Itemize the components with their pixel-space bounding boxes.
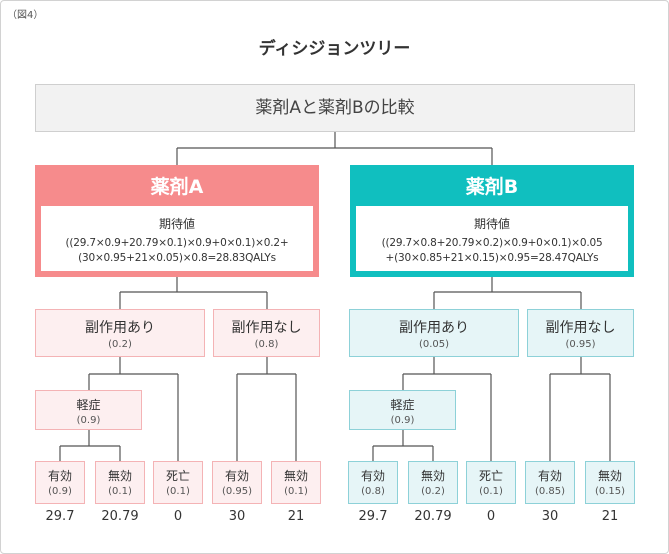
root-node: 薬剤Aと薬剤Bの比較 [35, 84, 635, 132]
connector-drug-b [433, 277, 582, 309]
drug-b-side-effect-no-node: 副作用なし (0.95) [527, 309, 634, 357]
drug-b-leaf-1-value: 29.7 [358, 509, 388, 524]
leaf-prob: (0.85) [534, 486, 566, 497]
node-label: 副作用あり [85, 320, 155, 336]
leaf-label: 無効 [597, 469, 622, 483]
leaf-prob: (0.1) [284, 486, 308, 497]
drug-a-leaf-2: 無効 (0.1) [95, 461, 145, 504]
connector-b-side-yes [402, 357, 492, 461]
leaf-prob: (0.95) [221, 486, 253, 497]
drug-a-leaf-4-value: 30 [228, 509, 246, 524]
node-label: 軽症 [76, 398, 101, 412]
drug-a-expected-value-panel: 期待値 ((29.7×0.9+20.79×0.1)×0.9+0×0.1)×0.2… [41, 206, 313, 271]
connector-drug-a [119, 277, 268, 309]
drug-a-leaf-1: 有効 (0.9) [35, 461, 85, 504]
drug-b-leaf-2-value: 20.79 [414, 509, 452, 524]
leaf-label: 有効 [537, 469, 562, 483]
figure-label: （図4） [7, 10, 44, 21]
node-label: 副作用なし [231, 320, 302, 336]
leaf-label: 有効 [224, 469, 249, 483]
leaf-label: 無効 [107, 469, 132, 483]
drug-a-leaf-1-value: 29.7 [45, 509, 75, 524]
node-label: 副作用なし [545, 320, 616, 336]
node-label: 軽症 [390, 398, 415, 412]
leaf-prob: (0.1) [108, 486, 132, 497]
node-prob: (0.95) [565, 339, 596, 350]
leaf-label: 無効 [420, 469, 445, 483]
drug-a-leaf-5-value: 21 [287, 509, 305, 524]
leaf-prob: (0.1) [166, 486, 190, 497]
drug-a-formula-line1: ((29.7×0.9+20.79×0.1)×0.9+0×0.1)×0.2+ [65, 237, 289, 249]
drug-b-leaf-2: 無効 (0.2) [408, 461, 458, 504]
drug-b-node: 薬剤B 期待値 ((29.7×0.8+20.79×0.2)×0.9+0×0.1)… [350, 165, 634, 277]
connector-a-side-no [236, 357, 297, 461]
drug-b-mild-node: 軽症 (0.9) [349, 390, 456, 430]
node-prob: (0.9) [76, 415, 101, 426]
leaf-prob: (0.15) [594, 486, 626, 497]
leaf-label: 無効 [283, 469, 308, 483]
leaf-prob: (0.2) [421, 486, 445, 497]
leaf-label: 有効 [360, 469, 385, 483]
drug-b-formula: ((29.7×0.8+20.79×0.2)×0.9+0×0.1)×0.05 +(… [356, 236, 628, 266]
drug-b-leaf-4: 有効 (0.85) [525, 461, 575, 504]
drug-a-leaf-4: 有効 (0.95) [212, 461, 262, 504]
drug-a-leaf-3-value: 0 [173, 509, 183, 524]
drug-b-formula-line2: +(30×0.85+21×0.15)×0.95=28.47QALYs [385, 252, 599, 264]
leaf-prob: (0.8) [361, 486, 385, 497]
leaf-prob: (0.9) [48, 486, 72, 497]
node-prob: (0.8) [254, 339, 279, 350]
drug-a-leaf-5: 無効 (0.1) [271, 461, 321, 504]
leaf-label: 死亡 [478, 469, 503, 483]
node-prob: (0.2) [108, 339, 132, 350]
drug-b-leaf-5: 無効 (0.15) [585, 461, 635, 504]
node-label: 副作用あり [399, 320, 469, 336]
connector-b-side-no [549, 357, 611, 461]
connector-a-side-yes [88, 357, 179, 461]
leaf-label: 有効 [47, 469, 72, 483]
drug-b-formula-line1: ((29.7×0.8+20.79×0.2)×0.9+0×0.1)×0.05 [381, 237, 603, 249]
drug-b-leaf-4-value: 30 [541, 509, 559, 524]
leaf-prob: (0.1) [479, 486, 503, 497]
drug-a-node: 薬剤A 期待値 ((29.7×0.9+20.79×0.1)×0.9+0×0.1)… [35, 165, 319, 277]
drug-a-name: 薬剤A [150, 176, 204, 198]
connector-a-mild [59, 430, 121, 461]
drug-a-formula: ((29.7×0.9+20.79×0.1)×0.9+0×0.1)×0.2+ (3… [41, 236, 313, 266]
drug-b-side-effect-yes-node: 副作用あり (0.05) [349, 309, 519, 357]
drug-a-side-effect-no-node: 副作用なし (0.8) [213, 309, 320, 357]
diagram-title: ディシジョンツリー [258, 39, 411, 59]
connector-root [176, 132, 493, 165]
drug-b-leaf-5-value: 21 [601, 509, 619, 524]
node-prob: (0.9) [390, 415, 415, 426]
drug-a-mild-node: 軽症 (0.9) [35, 390, 142, 430]
drug-b-name: 薬剤B [465, 176, 519, 198]
node-prob: (0.05) [418, 339, 450, 350]
drug-a-ev-label: 期待値 [158, 217, 195, 231]
drug-b-leaf-1: 有効 (0.8) [348, 461, 398, 504]
drug-a-side-effect-yes-node: 副作用あり (0.2) [35, 309, 205, 357]
drug-b-ev-label: 期待値 [473, 217, 510, 231]
connector-b-mild [372, 430, 434, 461]
drug-a-leaf-3: 死亡 (0.1) [153, 461, 203, 504]
leaf-label: 死亡 [165, 469, 190, 483]
drug-a-leaf-2-value: 20.79 [101, 509, 139, 524]
drug-a-formula-line2: (30×0.95+21×0.05)×0.8=28.83QALYs [78, 252, 276, 264]
drug-b-expected-value-panel: 期待値 ((29.7×0.8+20.79×0.2)×0.9+0×0.1)×0.0… [356, 206, 628, 271]
drug-b-leaf-3: 死亡 (0.1) [466, 461, 516, 504]
drug-b-leaf-3-value: 0 [486, 509, 496, 524]
